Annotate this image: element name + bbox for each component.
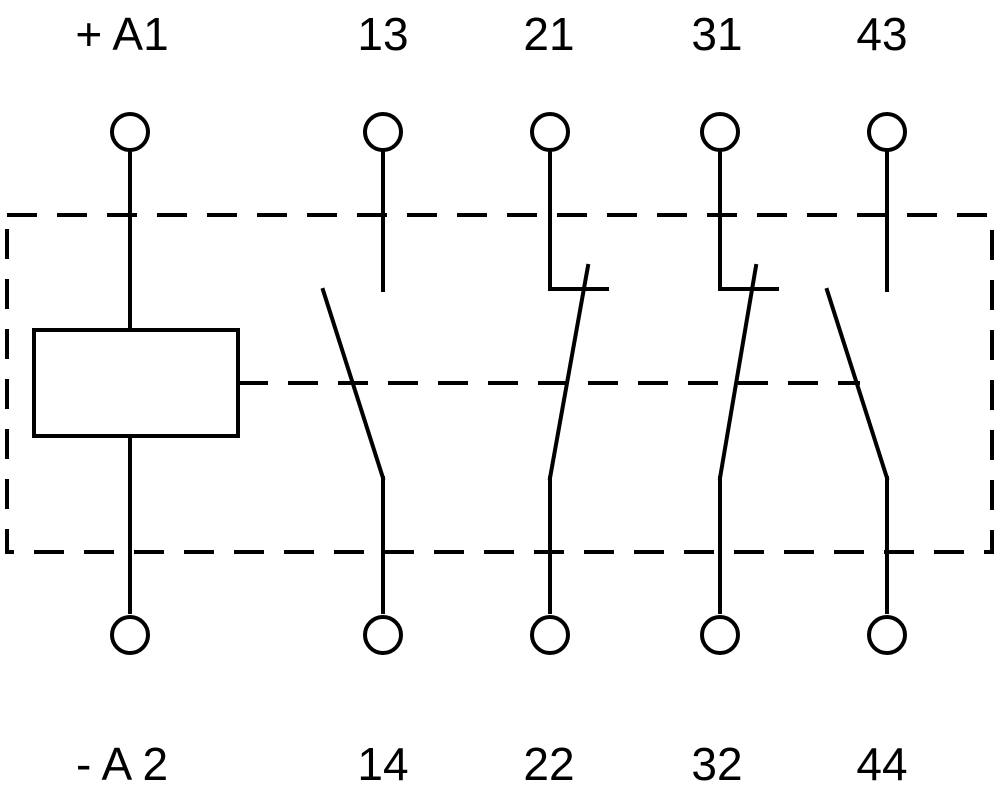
coil-group: + A1 - A 2: [32, 8, 240, 790]
contact-13-14: 13 14: [320, 8, 409, 790]
terminal-31[interactable]: [700, 112, 740, 152]
contact-21-22-top-label: 21: [523, 8, 574, 60]
coil-top-label: + A1: [75, 8, 168, 60]
contact-21-22: 21 22: [523, 8, 609, 790]
terminal-22[interactable]: [530, 615, 570, 655]
contact-13-14-blade: [320, 287, 386, 481]
terminal-a1[interactable]: [110, 112, 150, 152]
contact-21-22-blade: [547, 263, 591, 481]
terminal-14[interactable]: [363, 615, 403, 655]
terminal-44[interactable]: [867, 615, 907, 655]
contact-43-44-blade: [824, 287, 890, 481]
contact-43-44-top-label: 43: [856, 8, 907, 60]
contact-43-44: 43 44: [824, 8, 908, 790]
contact-13-14-top-label: 13: [357, 8, 408, 60]
contact-31-32-top-label: 31: [691, 8, 742, 60]
relay-enclosure: [5, 213, 994, 554]
contact-21-22-bottom-label: 22: [523, 738, 574, 790]
terminal-13[interactable]: [363, 112, 403, 152]
contact-31-32-bottom-label: 32: [691, 738, 742, 790]
terminal-a2[interactable]: [110, 615, 150, 655]
contact-13-14-bottom-label: 14: [357, 738, 408, 790]
contact-43-44-bottom-label: 44: [856, 738, 907, 790]
coil-bottom-label: - A 2: [76, 738, 168, 790]
terminal-21[interactable]: [530, 112, 570, 152]
terminal-32[interactable]: [700, 615, 740, 655]
contact-31-32: 31 32: [691, 8, 779, 790]
coil-body: [32, 328, 240, 438]
contact-31-32-blade: [717, 263, 759, 481]
terminal-43[interactable]: [867, 112, 907, 152]
